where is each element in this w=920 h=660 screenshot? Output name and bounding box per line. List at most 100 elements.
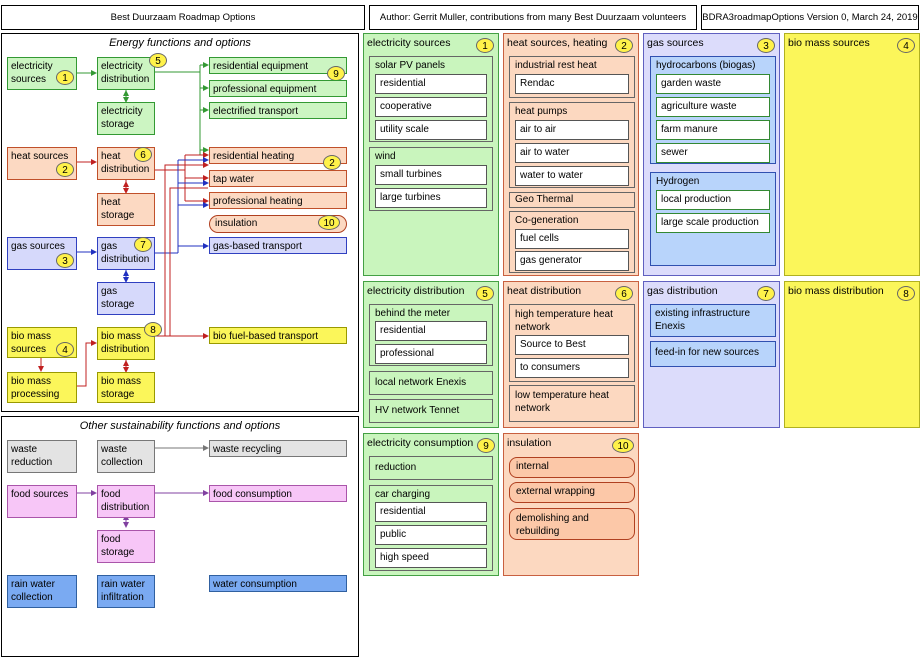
- badge-3: 3: [56, 253, 74, 268]
- reduction-label: reduction: [375, 462, 417, 473]
- to-consumers-item[interactable]: to consumers: [515, 358, 629, 378]
- garden-waste-item[interactable]: garden waste: [656, 74, 770, 94]
- local-network-enexis-item[interactable]: local network Enexis: [369, 371, 493, 395]
- badge-4: 4: [56, 342, 74, 357]
- electricity-sources-badge: 1: [476, 38, 494, 53]
- heat-storage-box[interactable]: heat storage: [97, 193, 155, 226]
- wind-small-turbines[interactable]: small turbines: [375, 165, 487, 185]
- solar-cooperative[interactable]: cooperative: [375, 97, 487, 117]
- residential-heating-box[interactable]: residential heating: [209, 147, 347, 164]
- electricity-sources-column: electricity sources 1 solar PV panels re…: [363, 33, 499, 276]
- hv-network-tennet-item[interactable]: HV network Tennet: [369, 399, 493, 423]
- waste-reduction-box[interactable]: waste reduction: [7, 440, 77, 473]
- solar-pv-group: solar PV panels residential cooperative …: [369, 56, 493, 142]
- agriculture-waste-item[interactable]: agriculture waste: [656, 97, 770, 117]
- hydrogen-title: Hydrogen: [656, 176, 700, 187]
- geo-thermal-label: Geo Thermal: [515, 194, 574, 205]
- food-storage-box[interactable]: food storage: [97, 530, 155, 563]
- heat-pumps-title: heat pumps: [515, 106, 568, 117]
- waste-recycling-box[interactable]: waste recycling: [209, 440, 347, 457]
- cogen-fuel-cells[interactable]: fuel cells: [515, 229, 629, 249]
- farm-manure-item[interactable]: farm manure: [656, 120, 770, 140]
- cogen-gas-generator[interactable]: gas generator: [515, 251, 629, 271]
- gas-sources-title: gas sources: [647, 37, 704, 49]
- low-temperature-label: low temperature heat network: [515, 390, 609, 414]
- solar-utility-scale[interactable]: utility scale: [375, 120, 487, 140]
- bio-mass-storage-box[interactable]: bio mass storage: [97, 372, 155, 403]
- heat-pumps-group: heat pumps air to air air to water water…: [509, 102, 635, 188]
- food-sources-box[interactable]: food sources: [7, 485, 77, 518]
- bio-fuel-transport-box[interactable]: bio fuel-based transport: [209, 327, 347, 344]
- charging-public[interactable]: public: [375, 525, 487, 545]
- energy-panel-title: Energy functions and options: [109, 37, 251, 49]
- badge-5: 5: [149, 53, 167, 68]
- local-network-enexis-label: local network Enexis: [375, 377, 467, 388]
- wind-large-turbines[interactable]: large turbines: [375, 188, 487, 208]
- solar-residential[interactable]: residential: [375, 74, 487, 94]
- tap-water-box[interactable]: tap water: [209, 170, 347, 187]
- food-consumption-box[interactable]: food consumption: [209, 485, 347, 502]
- electrified-transport-box[interactable]: electrified transport: [209, 102, 347, 119]
- insulation-column: insulation 10 internal external wrapping…: [503, 433, 639, 576]
- insulation-external-wrapping[interactable]: external wrapping: [509, 482, 635, 503]
- feed-in-item[interactable]: feed-in for new sources: [650, 341, 776, 367]
- large-scale-production-item[interactable]: large scale production: [656, 213, 770, 233]
- insulation-internal[interactable]: internal: [509, 457, 635, 478]
- gas-transport-box[interactable]: gas-based transport: [209, 237, 347, 254]
- residential-equipment-box[interactable]: residential equipment: [209, 57, 347, 74]
- charging-high-speed[interactable]: high speed: [375, 548, 487, 568]
- waste-collection-box[interactable]: waste collection: [97, 440, 155, 473]
- electricity-consumption-title: electricity consumption: [367, 437, 474, 449]
- local-production-item[interactable]: local production: [656, 190, 770, 210]
- rain-water-infiltration-box[interactable]: rain water infiltration: [97, 575, 155, 608]
- insulation-pill[interactable]: insulation: [209, 215, 347, 233]
- reduction-item[interactable]: reduction: [369, 456, 493, 480]
- bio-mass-processing-box[interactable]: bio mass processing: [7, 372, 77, 403]
- industrial-rest-heat-title: industrial rest heat: [515, 60, 597, 71]
- heat-sources-badge: 2: [615, 38, 633, 53]
- low-temperature-network-item[interactable]: low temperature heat network: [509, 385, 635, 422]
- electricity-distribution-badge: 5: [476, 286, 494, 301]
- gas-distribution-badge: 7: [757, 286, 775, 301]
- electricity-distribution-box[interactable]: electricity distribution: [97, 57, 155, 90]
- badge-6: 6: [134, 147, 152, 162]
- charging-residential[interactable]: residential: [375, 502, 487, 522]
- gas-storage-box[interactable]: gas storage: [97, 282, 155, 315]
- professional-equipment-box[interactable]: professional equipment: [209, 80, 347, 97]
- insulation-title: insulation: [507, 437, 552, 449]
- pump-air-to-air[interactable]: air to air: [515, 120, 629, 140]
- rendac-item[interactable]: Rendac: [515, 74, 629, 94]
- pump-air-to-water[interactable]: air to water: [515, 143, 629, 163]
- insulation-demolishing[interactable]: demolishing and rebuilding: [509, 508, 635, 540]
- badge-8: 8: [144, 322, 162, 337]
- heat-sources-column: heat sources, heating 2 industrial rest …: [503, 33, 639, 276]
- meter-professional[interactable]: professional: [375, 344, 487, 364]
- existing-infrastructure-item[interactable]: existing infrastructure Enexis: [650, 304, 776, 337]
- professional-heating-box[interactable]: professional heating: [209, 192, 347, 209]
- gas-distribution-title: gas distribution: [647, 285, 718, 297]
- meter-residential[interactable]: residential: [375, 321, 487, 341]
- source-to-best-item[interactable]: Source to Best: [515, 335, 629, 355]
- insulation-label: insulation: [215, 218, 258, 229]
- roadmap-title: Best Duurzaam Roadmap Options: [1, 5, 365, 30]
- insulation-badge: 10: [612, 438, 634, 453]
- hydrogen-group: Hydrogen local production large scale pr…: [650, 172, 776, 266]
- bio-mass-sources-badge: 4: [897, 38, 915, 53]
- version-label: BDRA3roadmapOptions Version 0, March 24,…: [701, 5, 919, 30]
- flow-arrows: [38, 62, 209, 528]
- author-label: Author: Gerrit Muller, contributions fro…: [369, 5, 697, 30]
- electricity-storage-box[interactable]: electricity storage: [97, 102, 155, 135]
- badge-2-right: 2: [323, 155, 341, 170]
- electricity-consumption-badge: 9: [477, 438, 495, 453]
- food-distribution-box[interactable]: food distribution: [97, 485, 155, 518]
- bio-mass-sources-column: bio mass sources 4: [784, 33, 920, 276]
- rain-water-collection-box[interactable]: rain water collection: [7, 575, 77, 608]
- pump-water-to-water[interactable]: water to water: [515, 166, 629, 186]
- hydrocarbons-title: hydrocarbons (biogas): [656, 60, 756, 71]
- sewer-item[interactable]: sewer: [656, 143, 770, 163]
- electricity-distribution-title: electricity distribution: [367, 285, 465, 297]
- badge-2-left: 2: [56, 162, 74, 177]
- geo-thermal-item[interactable]: Geo Thermal: [509, 192, 635, 208]
- water-consumption-box[interactable]: water consumption: [209, 575, 347, 592]
- electricity-distribution-column: electricity distribution 5 behind the me…: [363, 281, 499, 428]
